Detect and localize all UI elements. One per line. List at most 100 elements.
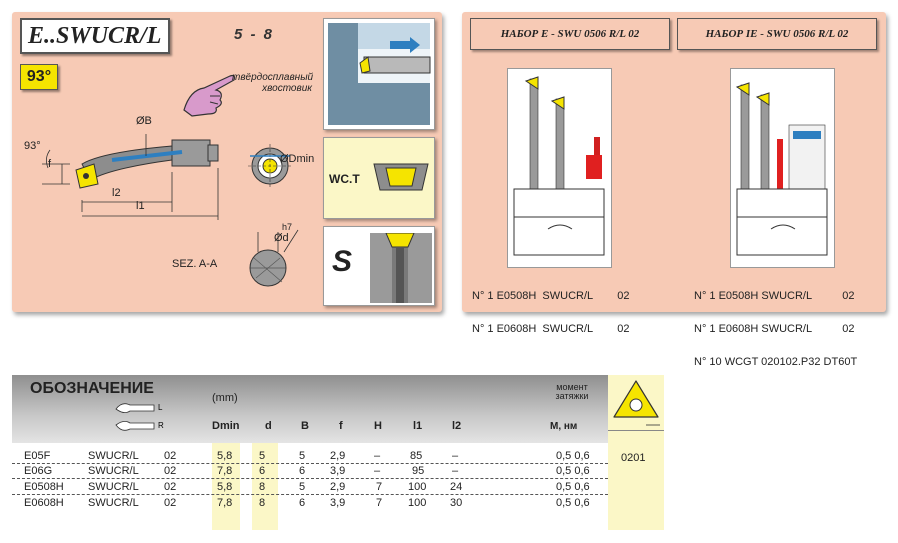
- d-column-bg: [252, 443, 278, 530]
- row-h: –: [374, 465, 381, 477]
- row-d: 5: [259, 450, 266, 462]
- row-h: 7: [376, 481, 383, 493]
- table-row: E05F SWUCR/L 02 5,8 5 5 2,9 – 85 – 0,5 0…: [12, 449, 608, 464]
- insert-type-label: WC.T: [329, 172, 360, 186]
- set2-line: N° 10 WCGT 020102.P32 DT60T: [694, 356, 858, 368]
- row-variant: 02: [164, 465, 177, 477]
- row-type: SWUCR/L: [88, 450, 139, 462]
- table-header: ОБОЗНАЧЕНИЕ L R (mm) Dmin d B f H l1 l2 …: [12, 375, 608, 443]
- row-torque: 0,5 0,6: [556, 481, 590, 493]
- row-type: SWUCR/L: [88, 481, 139, 493]
- table-row: E0608H SWUCR/L 02 7,8 8 6 3,9 7 100 30 0…: [12, 496, 608, 511]
- dim-f-label: f: [48, 158, 52, 170]
- row-b: 5: [299, 450, 306, 462]
- row-torque: 0,5 0,6: [556, 465, 590, 477]
- row-variant: 02: [164, 481, 177, 493]
- diameter-range: 5 - 8: [234, 26, 275, 43]
- dim-b-label: ØB: [136, 115, 152, 127]
- dim-angle-label: 93°: [24, 140, 41, 152]
- row-b: 5: [299, 481, 306, 493]
- insert-type-box: WC.T: [323, 137, 435, 219]
- insert-code: 0201: [621, 452, 646, 464]
- shank-type-box: S: [323, 226, 435, 306]
- set2-line: N° 1 E0608H SWUCR/L 02: [694, 323, 855, 335]
- row-dmin: 5,8: [217, 450, 233, 462]
- dim-dmin-label: ØDmin: [280, 153, 315, 165]
- section-label: SEZ. A-A: [172, 258, 218, 270]
- kit1-photo: [507, 68, 612, 268]
- dmin-column-bg: [212, 443, 240, 530]
- row-h: –: [374, 450, 381, 462]
- set2-line: N° 1 E0508H SWUCR/L 02: [694, 290, 855, 302]
- set2-list: N° 1 E0508H SWUCR/L 02 N° 1 E0608H SWUCR…: [694, 269, 857, 390]
- row-code: E0508H: [24, 481, 64, 493]
- hand-r-label: R: [158, 421, 164, 430]
- row-dmin: 7,8: [217, 497, 233, 509]
- torque-label: момент затяжки: [555, 382, 589, 401]
- row-f: 3,9: [330, 497, 346, 509]
- shank-type-letter: S: [332, 245, 353, 278]
- insert-icon-cell: [608, 375, 664, 431]
- set1-line: N° 1 E0508H SWUCR/L 02: [472, 290, 630, 302]
- dim-l1-label: l1: [136, 200, 145, 212]
- row-l1: 85: [410, 450, 423, 462]
- insert-profile-icon: [373, 163, 429, 191]
- tool-drawing: [42, 134, 299, 287]
- row-variant: 02: [164, 450, 177, 462]
- unit-label: (mm): [212, 392, 238, 404]
- row-d: 6: [259, 465, 266, 477]
- row-type: SWUCR/L: [88, 465, 139, 477]
- hand-orientation-icon: [115, 403, 155, 431]
- row-h: 7: [376, 497, 383, 509]
- row-f: 2,9: [330, 481, 346, 493]
- row-torque: 0,5 0,6: [556, 450, 590, 462]
- hand-l-label: L: [158, 403, 163, 412]
- dim-l2-label: l2: [112, 187, 121, 199]
- row-d: 8: [259, 481, 266, 493]
- pointing-hand-icon: [183, 74, 236, 117]
- dim-h7-label: h7: [282, 222, 293, 232]
- row-l1: 100: [408, 497, 427, 509]
- header-dmin: Dmin: [212, 420, 240, 432]
- row-l2: 24: [450, 481, 463, 493]
- header-b: B: [301, 420, 309, 432]
- shank-note: твёрдосплавный хвостовик: [232, 72, 314, 94]
- product-title: E..SWUCR/L: [20, 18, 170, 54]
- trigon-insert-icon: [613, 380, 660, 426]
- kits-panel: НАБОР E - SWU 0506 R/L 02 НАБОР IE - SWU…: [462, 12, 886, 368]
- row-torque: 0,5 0,6: [556, 497, 590, 509]
- row-l1: 95: [412, 465, 425, 477]
- screw-clamp-icon: [370, 233, 432, 303]
- row-d: 8: [259, 497, 266, 509]
- row-type: SWUCR/L: [88, 497, 139, 509]
- row-l2: 30: [450, 497, 463, 509]
- header-f: f: [339, 420, 343, 432]
- header-d: d: [265, 420, 272, 432]
- table-row: E06G SWUCR/L 02 7,8 6 6 3,9 – 95 – 0,5 0…: [12, 464, 608, 479]
- set1-title: НАБОР E - SWU 0506 R/L 02: [470, 18, 670, 50]
- row-code: E06G: [24, 465, 53, 477]
- row-dmin: 7,8: [217, 465, 233, 477]
- kit2-photo: [730, 68, 835, 268]
- row-f: 2,9: [330, 450, 346, 462]
- angle-badge: 93°: [20, 64, 58, 90]
- row-dmin: 5,8: [217, 481, 233, 493]
- table-row: E0508H SWUCR/L 02 5,8 8 5 2,9 7 100 24 0…: [12, 480, 608, 495]
- row-b: 6: [299, 497, 306, 509]
- header-l2: l2: [452, 420, 462, 432]
- set1-list: N° 1 E0508H SWUCR/L 02 N° 1 E0608H SWUCR…: [472, 269, 629, 357]
- row-l1: 100: [408, 481, 427, 493]
- row-f: 3,9: [330, 465, 346, 477]
- set1-line: N° 1 E0608H SWUCR/L 02: [472, 323, 630, 335]
- header-l1: l1: [413, 420, 423, 432]
- set2-title: НАБОР IE - SWU 0506 R/L 02: [677, 18, 877, 50]
- boring-illustration: [323, 18, 435, 130]
- row-code: E0608H: [24, 497, 64, 509]
- product-panel: E..SWUCR/L 5 - 8 93° твёрдосплавный хвос…: [12, 12, 442, 312]
- row-code: E05F: [24, 450, 51, 462]
- torque-unit: M, нм: [550, 421, 578, 432]
- row-b: 6: [299, 465, 306, 477]
- designation-title: ОБОЗНАЧЕНИЕ: [30, 380, 154, 397]
- dim-d-label: Ød: [274, 232, 289, 244]
- row-l2: –: [452, 450, 459, 462]
